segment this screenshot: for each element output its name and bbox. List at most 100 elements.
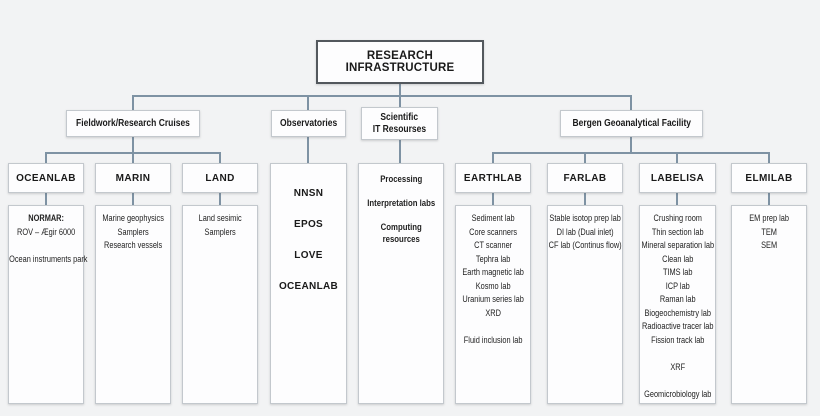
marin-items-panel: Marine geophysics Samplers Research vess… xyxy=(95,205,171,404)
connector-line xyxy=(45,152,47,164)
connector-line xyxy=(630,95,632,111)
lab-item: Core scanners xyxy=(469,226,517,237)
lab-item: ICP lab xyxy=(665,280,690,291)
earthlab-items-panel: Sediment lab Core scanners CT scanner Te… xyxy=(455,205,531,404)
it-item: Processing xyxy=(380,174,422,185)
lab-item: Geomicrobiology lab xyxy=(643,388,712,399)
header-labelisa: LABELISA xyxy=(639,163,716,193)
lab-item: ROV – Ægir 6000 xyxy=(16,226,76,237)
connector-line xyxy=(492,152,494,164)
lab-item: Clean lab xyxy=(661,253,694,264)
branch-label-line2: IT Resourses xyxy=(372,123,427,135)
branch-label: Fieldwork/Research Cruises xyxy=(76,117,190,129)
branch-label-line1: Scientific xyxy=(380,111,419,123)
header-marin: MARIN xyxy=(95,163,171,193)
lab-item: Land sesimic xyxy=(198,213,242,223)
connector-line xyxy=(132,152,134,164)
header-earthlab: EARTHLAB xyxy=(455,163,531,193)
observatory-item: OCEANLAB xyxy=(278,281,339,292)
lab-item: CF lab (Continus flow) xyxy=(548,240,622,250)
connector-line xyxy=(768,193,770,206)
branch-fieldwork-research-cruises: Fieldwork/Research Cruises xyxy=(66,110,200,137)
lab-item: Tephra lab xyxy=(475,253,511,264)
lab-item: Raman lab xyxy=(659,294,696,304)
lab-item: Marine geophysics xyxy=(102,213,164,223)
header-label: EARTHLAB xyxy=(463,172,523,184)
branch-bergen-geoanalytical-facility: Bergen Geoanalytical Facility xyxy=(560,110,703,137)
lab-item: Fission track lab xyxy=(650,334,705,345)
chart-title: RESEARCH INFRASTRUCTURE xyxy=(345,50,455,74)
it-item: Interpretation labs xyxy=(367,198,435,209)
connector-line xyxy=(676,152,678,164)
header-farlab: FARLAB xyxy=(547,163,623,193)
connector-line xyxy=(676,193,678,206)
it-resources-items-panel: Processing Interpretation labs Computing… xyxy=(358,163,444,404)
connector-line xyxy=(219,152,221,164)
lab-item: XRD xyxy=(485,307,501,318)
observatory-item: EPOS xyxy=(294,219,323,230)
connector-line xyxy=(307,137,309,164)
lab-item: Mineral separation lab xyxy=(641,240,714,250)
connector-line xyxy=(768,152,770,164)
observatory-item: LOVE xyxy=(294,250,323,261)
it-item: Computing resources xyxy=(380,222,422,245)
connector-line xyxy=(492,193,494,206)
lab-item: XRF xyxy=(670,361,685,372)
lab-item: Uranium series lab xyxy=(462,294,524,304)
lab-item: SEM xyxy=(761,240,778,250)
branch-label: Bergen Geoanalytical Facility xyxy=(572,117,691,129)
header-label: ELMILAB xyxy=(745,172,793,184)
connector-line xyxy=(132,95,632,97)
header-land: LAND xyxy=(182,163,258,193)
land-items-panel: Land sesimic Samplers xyxy=(182,205,258,404)
lab-item: CT scanner xyxy=(474,240,513,250)
lab-item: Biogeochemistry lab xyxy=(644,307,711,318)
lab-item: EM prep lab xyxy=(749,213,789,223)
observatory-item: NNSN xyxy=(293,188,324,199)
header-oceanlab: OCEANLAB xyxy=(8,163,84,193)
connector-line xyxy=(492,152,770,154)
labelisa-items-panel: Crushing room Thin section lab Mineral s… xyxy=(639,205,716,404)
lab-item: Kosmo lab xyxy=(475,280,511,291)
connector-line xyxy=(132,137,134,153)
header-label: FARLAB xyxy=(563,172,607,184)
elmilab-items-panel: EM prep lab TEM SEM xyxy=(731,205,807,404)
lab-item: Sediment lab xyxy=(471,213,515,223)
branch-observatories: Observatories xyxy=(271,110,346,137)
connector-line xyxy=(399,84,401,96)
header-label: MARIN xyxy=(115,172,151,184)
header-elmilab: ELMILAB xyxy=(731,163,807,193)
root-node: RESEARCH INFRASTRUCTURE xyxy=(316,40,484,84)
header-label: OCEANLAB xyxy=(16,172,76,184)
farlab-items-panel: Stable isotop prep lab DI lab (Dual inle… xyxy=(547,205,623,404)
header-label: LAND xyxy=(205,172,235,184)
lab-item: Earth magnetic lab xyxy=(462,267,524,277)
lab-item: Radioactive tracer lab xyxy=(641,321,714,331)
connector-line xyxy=(132,193,134,206)
lab-item: Crushing room xyxy=(653,213,702,223)
lab-item: NORMAR: xyxy=(28,213,64,223)
connector-line xyxy=(219,193,221,206)
lab-item: Research vessels xyxy=(103,240,163,250)
connector-line xyxy=(132,95,134,111)
observatories-items-panel: NNSN EPOS LOVE OCEANLAB xyxy=(270,163,347,404)
connector-line xyxy=(307,95,309,111)
connector-line xyxy=(584,152,586,164)
connector-line xyxy=(399,140,401,164)
connector-line xyxy=(630,137,632,153)
connector-line xyxy=(399,95,401,108)
header-label: LABELISA xyxy=(650,172,705,184)
lab-item: Thin section lab xyxy=(651,226,704,237)
lab-item: Samplers xyxy=(117,226,149,237)
connector-line xyxy=(45,193,47,206)
lab-item: TIMS lab xyxy=(662,267,693,277)
branch-label: Observatories xyxy=(279,117,338,129)
branch-scientific-it-resources: Scientific IT Resourses xyxy=(361,107,438,140)
connector-line xyxy=(584,193,586,206)
lab-item: DI lab (Dual inlet) xyxy=(556,226,614,237)
lab-item: Samplers xyxy=(204,226,236,237)
lab-item: Fluid inclusion lab xyxy=(463,334,523,345)
lab-item: Ocean instruments park xyxy=(8,253,88,264)
lab-item: TEM xyxy=(761,226,777,237)
